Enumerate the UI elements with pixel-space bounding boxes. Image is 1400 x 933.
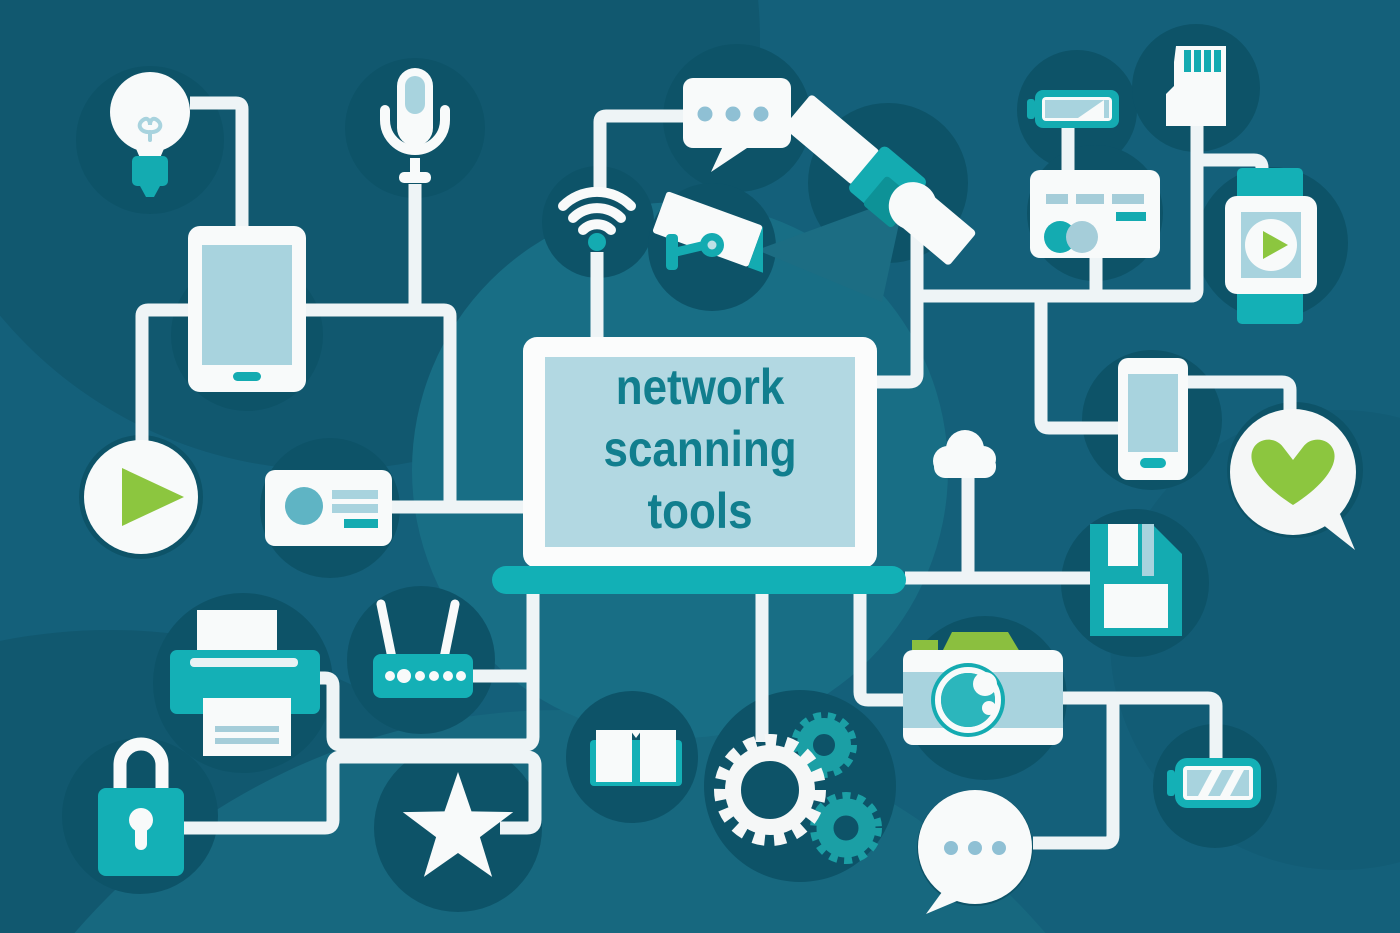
wifi-icon bbox=[558, 186, 636, 251]
title-line-1: network bbox=[616, 358, 785, 414]
title-line-2: scanning bbox=[603, 420, 796, 476]
line-bus-right bbox=[917, 125, 1204, 303]
line-bus-phone bbox=[1034, 296, 1118, 435]
gear-white-large bbox=[714, 734, 826, 846]
gear-teal-medium bbox=[810, 792, 882, 864]
battery-large-icon bbox=[1167, 758, 1261, 808]
speech-bubble-icon bbox=[683, 78, 791, 172]
line-sd-watch bbox=[1197, 153, 1269, 176]
camera-beam bbox=[757, 196, 905, 302]
line-laptop-printer bbox=[318, 594, 540, 752]
open-book-icon bbox=[590, 730, 682, 786]
line-satellite-laptop bbox=[877, 214, 924, 389]
laptop-title: network scanning tools bbox=[603, 358, 796, 538]
heart-bubble-icon bbox=[1230, 409, 1356, 550]
line-camera-battery bbox=[1063, 691, 1223, 762]
title-line-3: tools bbox=[648, 482, 753, 538]
photo-camera-icon bbox=[903, 632, 1063, 745]
line-bulb-tablet bbox=[190, 96, 249, 230]
battery-small-icon bbox=[1027, 90, 1119, 128]
business-card-icon bbox=[265, 470, 392, 546]
laptop-base bbox=[492, 566, 906, 594]
sd-card-icon bbox=[1166, 46, 1226, 126]
line-phone-heart bbox=[1188, 375, 1297, 414]
floppy-disk-icon bbox=[1090, 524, 1182, 636]
play-button-icon bbox=[84, 440, 198, 554]
router-icon bbox=[373, 599, 473, 698]
padlock-icon bbox=[98, 737, 184, 876]
lightbulb-icon bbox=[110, 72, 190, 197]
microphone-icon bbox=[380, 68, 450, 183]
connector-lines bbox=[135, 96, 1297, 850]
line-laptop-camera bbox=[853, 594, 905, 707]
chat-bubble-icon bbox=[918, 790, 1032, 914]
gears-icon bbox=[714, 712, 882, 864]
star-icon bbox=[402, 772, 514, 877]
security-camera-icon bbox=[652, 191, 764, 273]
line-padlock-star bbox=[184, 750, 542, 835]
tablet-icon bbox=[188, 226, 306, 392]
smartwatch-icon bbox=[1225, 168, 1317, 324]
cloud-icon bbox=[933, 430, 996, 478]
laptop-screen bbox=[545, 357, 855, 547]
printer-icon bbox=[170, 610, 320, 756]
satellite-icon bbox=[784, 95, 976, 265]
line-camera-chat bbox=[1033, 698, 1120, 850]
smartphone-icon bbox=[1118, 358, 1188, 480]
credit-card-icon bbox=[1030, 170, 1160, 258]
line-bubble-wifi bbox=[593, 109, 683, 195]
laptop: network scanning tools bbox=[492, 337, 906, 594]
